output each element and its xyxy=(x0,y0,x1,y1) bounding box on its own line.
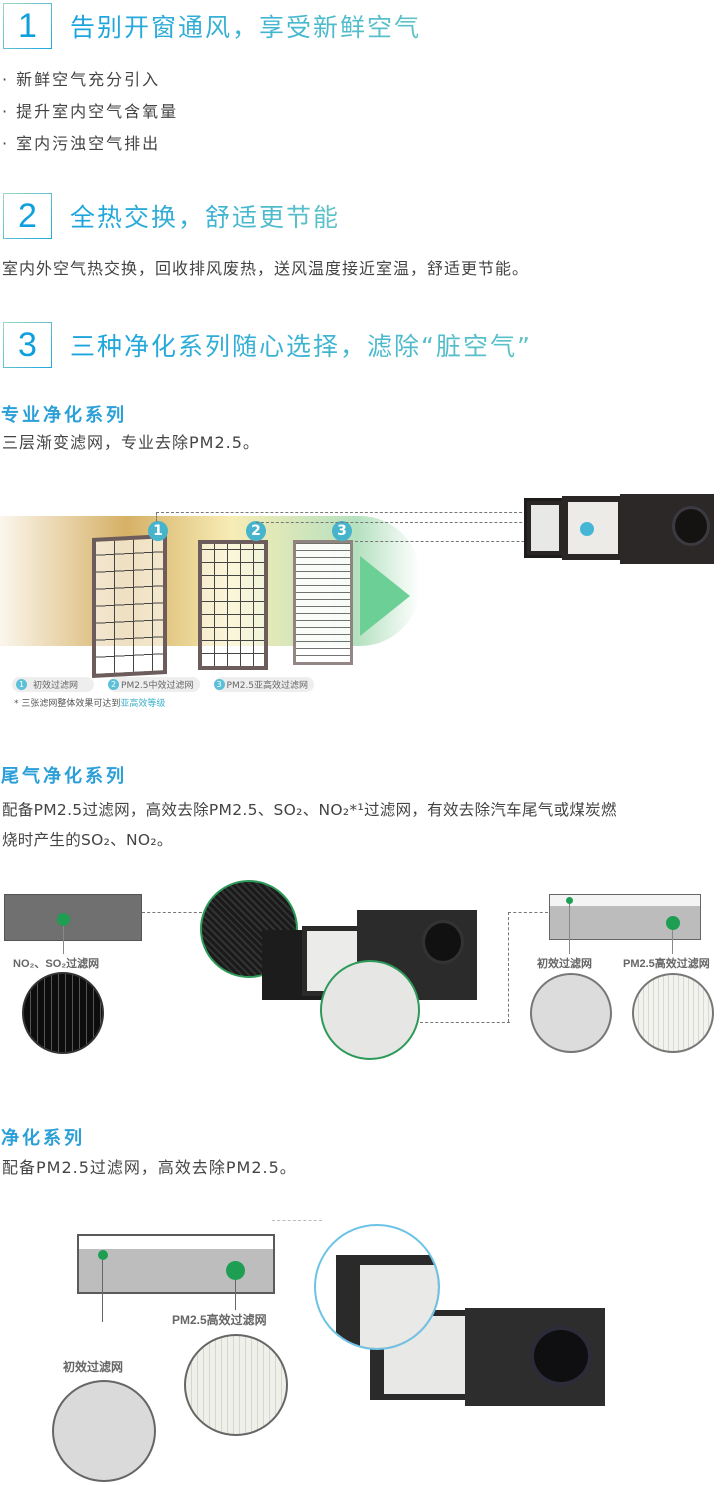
primary-filter-texture xyxy=(52,1380,156,1482)
section-title: 三种净化系列随心选择，滤除“脏空气” xyxy=(70,327,532,363)
leader-line xyxy=(355,541,585,542)
primary-filter-texture xyxy=(530,973,612,1053)
section-title: 告别开窗通风，享受新鲜空气 xyxy=(70,8,421,44)
duct-port xyxy=(672,506,710,546)
section-number-box: 2 xyxy=(3,193,52,239)
filter-panel-3 xyxy=(293,540,353,665)
section-body: 室内外空气热交换，回收排风废热，送风温度接近室温，舒适更节能。 xyxy=(2,259,530,278)
marker-line xyxy=(235,1280,236,1310)
series-title: 净化系列 xyxy=(1,1128,85,1149)
marker-line xyxy=(672,930,673,954)
zoom-circle-hepa xyxy=(320,960,420,1060)
filter-badge-3: 3 xyxy=(332,521,352,541)
series-desc: 三层渐变滤网，专业去除PM2.5。 xyxy=(2,433,260,452)
filter-badge-1: 1 xyxy=(148,521,168,541)
section-title: 全热交换，舒适更节能 xyxy=(70,198,340,234)
feature-item: · 新鲜空气充分引入 xyxy=(2,70,161,89)
legend-badge: 3 xyxy=(213,679,225,690)
section-1-header: 1 告别开窗通风，享受新鲜空气 xyxy=(3,3,421,49)
hepa-filter-texture xyxy=(184,1334,288,1436)
filter-label: PM2.5高效过滤网 xyxy=(623,958,710,970)
filter-cross-section xyxy=(4,894,142,941)
filter-legend: 1 初效过滤网 2 PM2.5中效过滤网 3 PM2.5亚高效过滤网 xyxy=(12,677,315,692)
leader-line xyxy=(256,522,552,523)
section-number-box: 1 xyxy=(3,3,52,49)
filter-badge-2: 2 xyxy=(246,521,266,541)
series-desc: 配备PM2.5过滤网，高效去除PM2.5、SO₂、NO₂*¹过滤网，有效去除汽车… xyxy=(2,801,617,849)
filter-panel-2 xyxy=(198,540,268,670)
carbon-filter-texture xyxy=(22,972,104,1054)
leader-line xyxy=(272,1220,322,1221)
legend-badge: 1 xyxy=(16,679,27,690)
purification-filter-diagram: 初效过滤网 PM2.5高效过滤网 xyxy=(0,1200,724,1485)
filter-label: 初效过滤网 xyxy=(537,958,592,970)
hepa-filter-texture xyxy=(632,973,714,1053)
marker-dot xyxy=(566,897,573,904)
legend-badge: 2 xyxy=(108,679,120,690)
series-desc: 配备PM2.5过滤网，高效去除PM2.5。 xyxy=(2,1158,297,1177)
duct-port xyxy=(530,1326,592,1386)
filter-label: NO₂、SO₂过滤网 xyxy=(13,958,100,970)
highlight-dot xyxy=(580,522,594,536)
duct-port xyxy=(422,920,464,964)
marker-dot xyxy=(226,1261,245,1280)
leader-line xyxy=(420,1022,510,1023)
marker-dot xyxy=(98,1250,108,1260)
feature-item: · 室内污浊空气排出 xyxy=(2,134,161,153)
filter-note: * 三张滤网整体效果可达到亚高效等级 xyxy=(14,699,166,709)
legend-item: 1 初效过滤网 xyxy=(12,677,95,692)
three-layer-filter-diagram: 1 2 3 1 初效过滤网 2 PM2.5中效过滤网 3 PM2.5亚高效过滤网… xyxy=(0,488,724,718)
filter-label: PM2.5高效过滤网 xyxy=(172,1313,267,1327)
filter-panel-1 xyxy=(92,534,167,678)
legend-item: 3 PM2.5亚高效过滤网 xyxy=(213,677,315,692)
ventilator-unit xyxy=(524,494,714,566)
leader-line xyxy=(142,912,202,913)
marker-dot xyxy=(57,913,70,926)
section-3-header: 3 三种净化系列随心选择，滤除“脏空气” xyxy=(3,322,532,368)
legend-item: 2 PM2.5中效过滤网 xyxy=(108,677,200,692)
leader-line xyxy=(156,512,157,522)
zoom-circle-filter xyxy=(314,1224,440,1350)
leader-line xyxy=(508,912,548,913)
section-2-header: 2 全热交换，舒适更节能 xyxy=(3,193,340,239)
marker-line xyxy=(569,904,570,954)
clean-air-arrow-icon xyxy=(360,556,410,636)
feature-list: · 新鲜空气充分引入 · 提升室内空气含氧量 · 室内污浊空气排出 xyxy=(2,64,178,160)
filter-cross-section xyxy=(77,1234,275,1294)
feature-item: · 提升室内空气含氧量 xyxy=(2,102,179,121)
leader-line xyxy=(156,512,532,513)
exhaust-filter-diagram: NO₂、SO₂过滤网 初效过滤网 PM2.5高效过滤网 xyxy=(0,870,724,1070)
series-title: 尾气净化系列 xyxy=(1,766,127,787)
leader-line xyxy=(508,912,509,1022)
marker-line xyxy=(63,926,64,954)
section-number-box: 3 xyxy=(3,322,52,368)
marker-line xyxy=(102,1260,103,1322)
filter-label: 初效过滤网 xyxy=(63,1360,124,1374)
marker-dot xyxy=(666,916,680,930)
series-title: 专业净化系列 xyxy=(1,405,127,426)
